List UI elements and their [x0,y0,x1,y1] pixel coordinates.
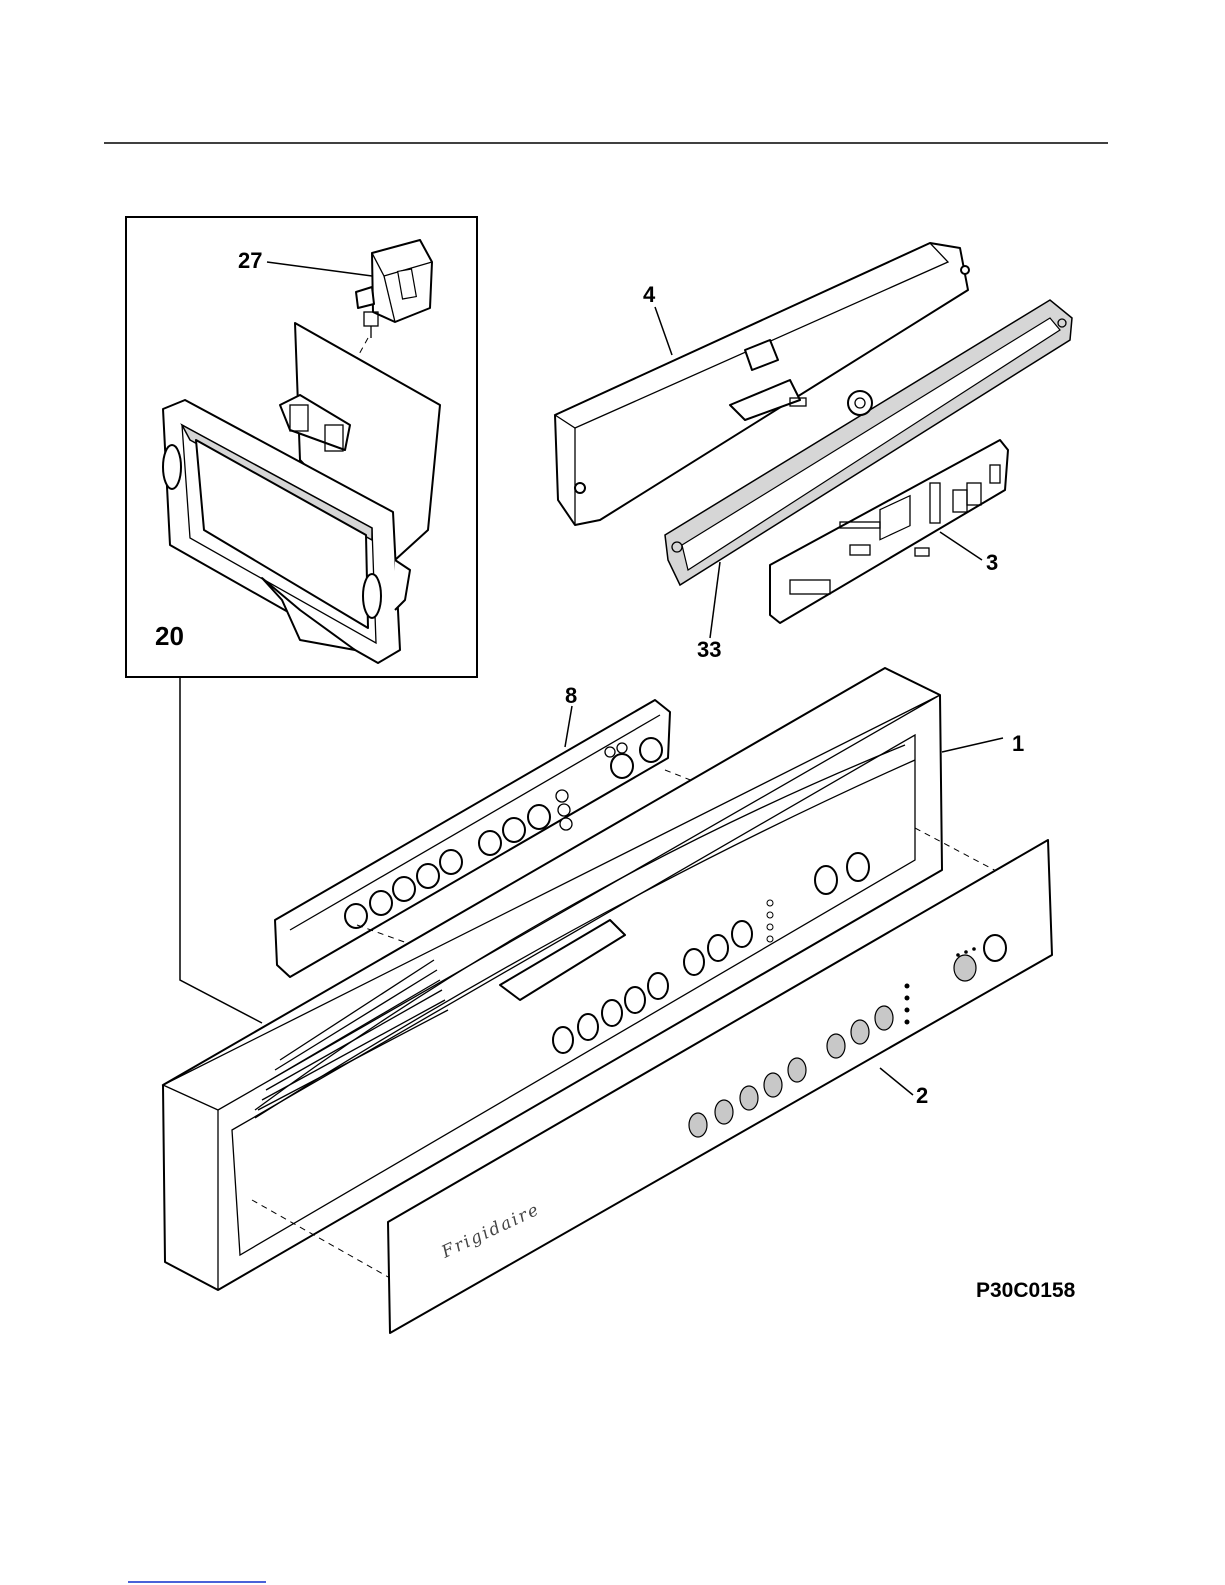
label-part-4: 4 [643,282,656,307]
inset-detail-box [126,217,477,1023]
label-part-3: 3 [986,550,998,575]
label-part-33: 33 [697,637,721,662]
label-part-27: 27 [238,248,262,273]
label-part-2: 2 [916,1083,928,1108]
drawing-code: P30C0158 [976,1279,1076,1302]
label-part-8: 8 [565,683,577,708]
label-part-1: 1 [1012,731,1024,756]
label-part-20: 20 [155,621,184,651]
footer-link-underline[interactable] [128,1581,266,1583]
